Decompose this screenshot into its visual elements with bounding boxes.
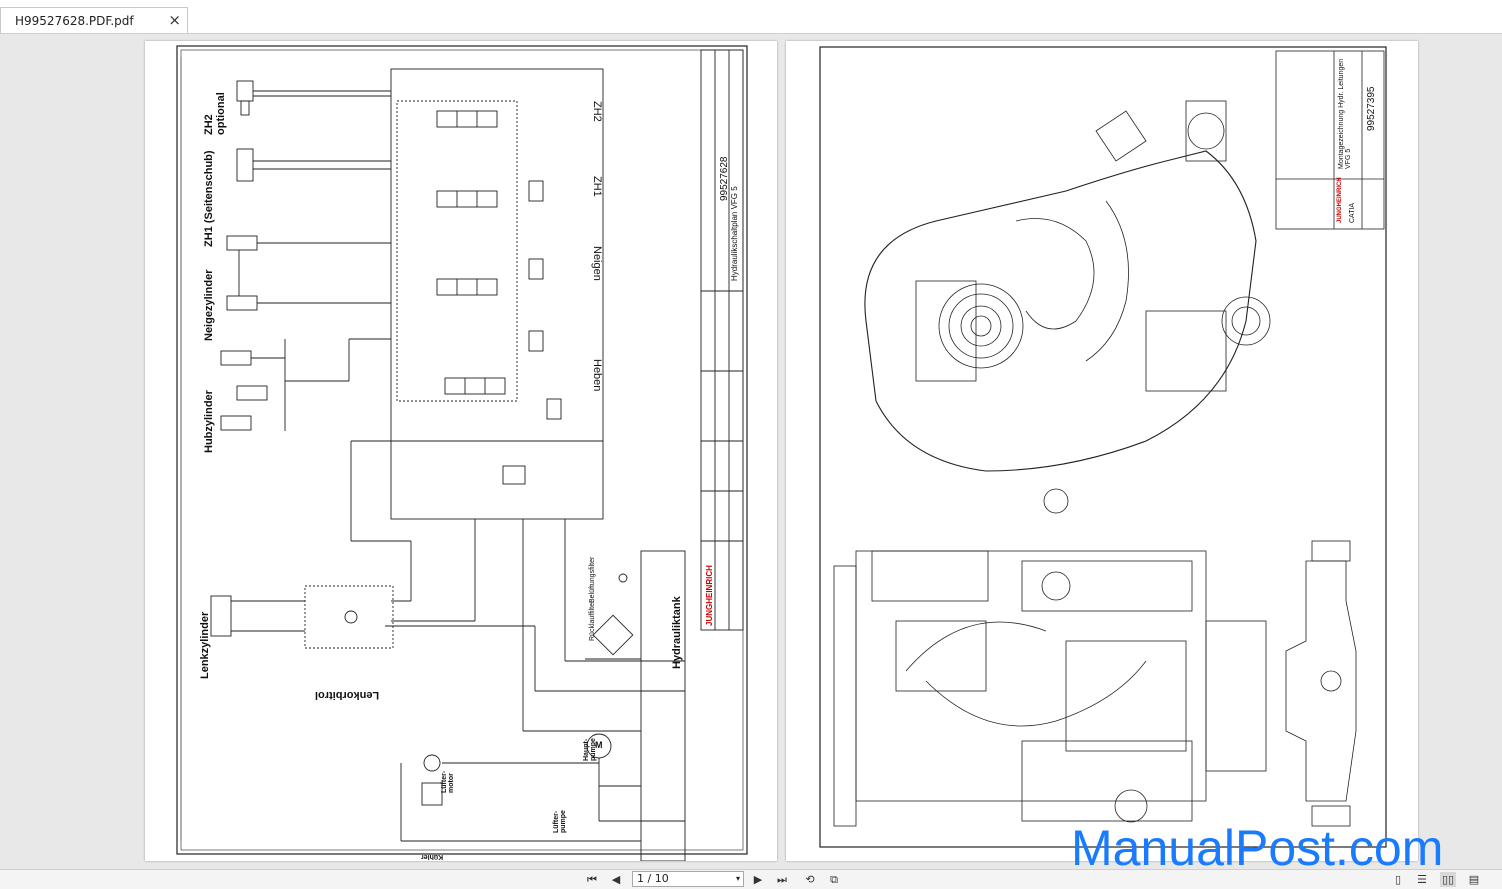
kuehler-label: Kühler: [421, 853, 444, 860]
single-page-view-icon[interactable]: ▯: [1394, 873, 1402, 886]
zh1-seitenschub-label: ZH1 (Seitenschub): [203, 150, 215, 247]
lenkzylinder-label: Lenkzylinder: [199, 611, 211, 679]
page1-doc-title: Hydraulikschaltplan VFG 5: [730, 186, 739, 281]
bottom-toolbar: ⏮ ◀ 1 / 10 ▾ ▶ ⏭ ⟲ ⧉ ▯ ☰ ▯▯ ▤: [0, 869, 1502, 889]
close-tab-icon[interactable]: ×: [168, 11, 181, 29]
two-page-view-icon[interactable]: ▯▯: [1440, 872, 1456, 887]
hubzylinder-label: Hubzylinder: [203, 390, 215, 453]
hydrauliktank-label: Hydrauliktank: [671, 596, 683, 669]
neigen-label: Neigen: [591, 246, 603, 281]
neigezylinder-label: Neigezylinder: [203, 269, 215, 341]
page2-brand: JUNGHEINRICH: [1337, 177, 1343, 223]
first-page-icon[interactable]: ⏮: [587, 872, 597, 886]
next-page-icon[interactable]: ▶: [753, 873, 763, 886]
page-number-input[interactable]: 1 / 10 ▾: [632, 871, 744, 887]
zh2-label: ZH2: [203, 114, 215, 135]
zh2-side-label: ZH2: [591, 101, 603, 122]
watermark-text: ManualPost.com: [1071, 820, 1444, 876]
page-1-hydraulic-schematic: ZH2 optional ZH1 (Seitenschub) Neigezyli…: [145, 41, 777, 861]
fit-icon[interactable]: ⧉: [830, 872, 838, 886]
optional-label: optional: [215, 92, 227, 135]
rotate-icon[interactable]: ⟲: [805, 873, 815, 886]
tab-bar: H99527628.PDF.pdf ×: [0, 0, 1502, 33]
two-page-continuous-view-icon[interactable]: ▤: [1468, 873, 1480, 886]
belueftungsfilter-label: Belüftungsfilter: [589, 556, 596, 603]
document-tab[interactable]: H99527628.PDF.pdf ×: [0, 7, 188, 33]
tab-title: H99527628.PDF.pdf: [15, 13, 134, 28]
chevron-down-icon[interactable]: ▾: [735, 874, 740, 883]
schematic-drawing: [176, 45, 748, 861]
lenkorbitrol-label: Lenkorbitrol: [315, 689, 380, 701]
heben-label: Heben: [591, 359, 603, 392]
document-viewer[interactable]: ZH2 optional ZH1 (Seitenschub) Neigezyli…: [0, 33, 1502, 873]
page2-description: Montagezeichnung Hydr. Leitungen VFG 5: [1338, 58, 1352, 169]
luefter-pumpe-label: Lüfter- pumpe: [553, 810, 567, 833]
assembly-drawing: [819, 46, 1387, 848]
page-2-assembly-drawing: Montagezeichnung Hydr. Leitungen VFG 5 9…: [786, 41, 1418, 861]
page1-brand: JUNGHEINRICH: [705, 565, 714, 626]
page1-doc-number: 99527628: [719, 156, 730, 202]
ruecklauffilter-label: Rücklauffilter: [589, 600, 596, 641]
continuous-view-icon[interactable]: ☰: [1417, 873, 1427, 886]
zh1-side-label: ZH1: [591, 176, 603, 197]
page2-doc-number: 99527395: [1366, 86, 1377, 132]
luefter-motor-label: Lüfter- motor: [441, 770, 455, 793]
previous-page-icon[interactable]: ◀: [611, 873, 621, 886]
page-indicator: 1 / 10: [637, 872, 669, 885]
last-page-icon[interactable]: ⏭: [777, 872, 787, 886]
pump-motor-symbol: M: [595, 740, 603, 750]
page2-catia: CATIA: [1349, 202, 1356, 223]
